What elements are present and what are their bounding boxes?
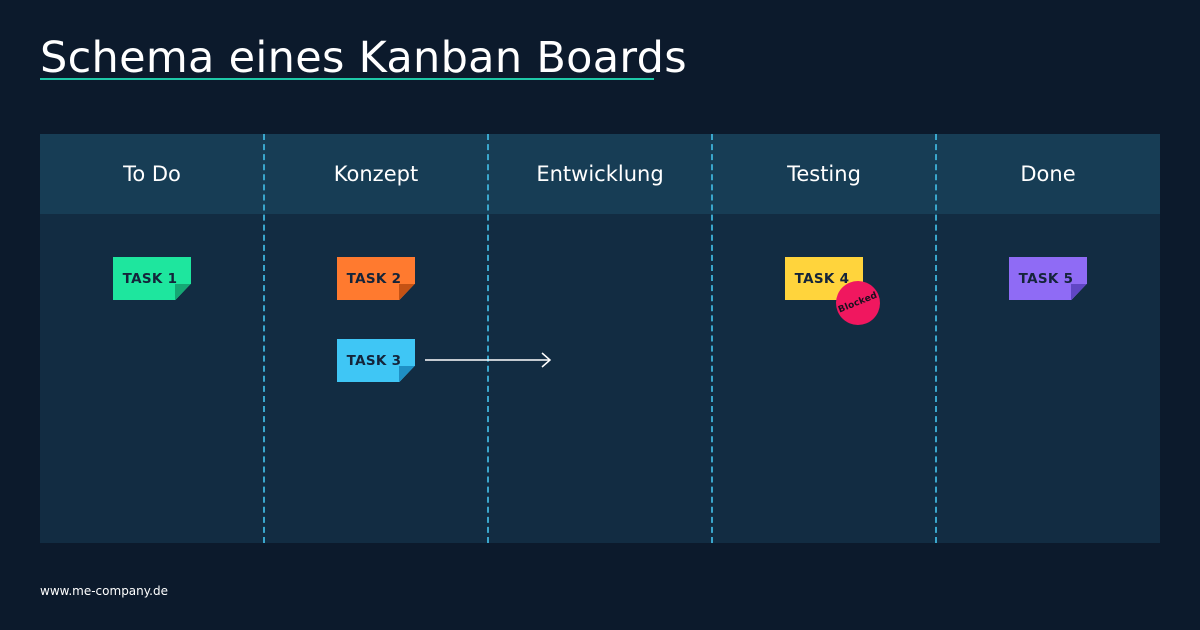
column-header-konzept: Konzept (333, 162, 419, 186)
column-header-entwicklung: Entwicklung (536, 162, 664, 186)
column-divider (935, 134, 937, 543)
column-divider (487, 134, 489, 543)
column-divider (263, 134, 265, 543)
move-arrow-icon (425, 352, 552, 368)
title-underline (40, 78, 654, 80)
column-divider (711, 134, 713, 543)
task-card-label: TASK 5 (1018, 270, 1074, 287)
task-card-label: TASK 2 (346, 270, 402, 287)
kanban-board: To Do Konzept Entwicklung Testing Done (40, 134, 1160, 543)
task-card-2[interactable]: TASK 2 (337, 257, 415, 300)
task-card-1[interactable]: TASK 1 (113, 257, 191, 300)
column-header-testing: Testing (787, 162, 861, 186)
task-card-label: TASK 3 (346, 352, 402, 369)
task-card-label: TASK 1 (122, 270, 178, 287)
blocked-badge-label: Blocked (837, 290, 879, 316)
column-header-todo: To Do (123, 162, 181, 186)
footer-url: www.me-company.de (40, 584, 168, 598)
board-header: To Do Konzept Entwicklung Testing Done (40, 134, 1160, 214)
page-title: Schema eines Kanban Boards (40, 33, 687, 83)
task-card-label: TASK 4 (794, 270, 850, 287)
task-card-5[interactable]: TASK 5 (1009, 257, 1087, 300)
column-header-done: Done (1020, 162, 1076, 186)
task-card-3[interactable]: TASK 3 (337, 339, 415, 382)
